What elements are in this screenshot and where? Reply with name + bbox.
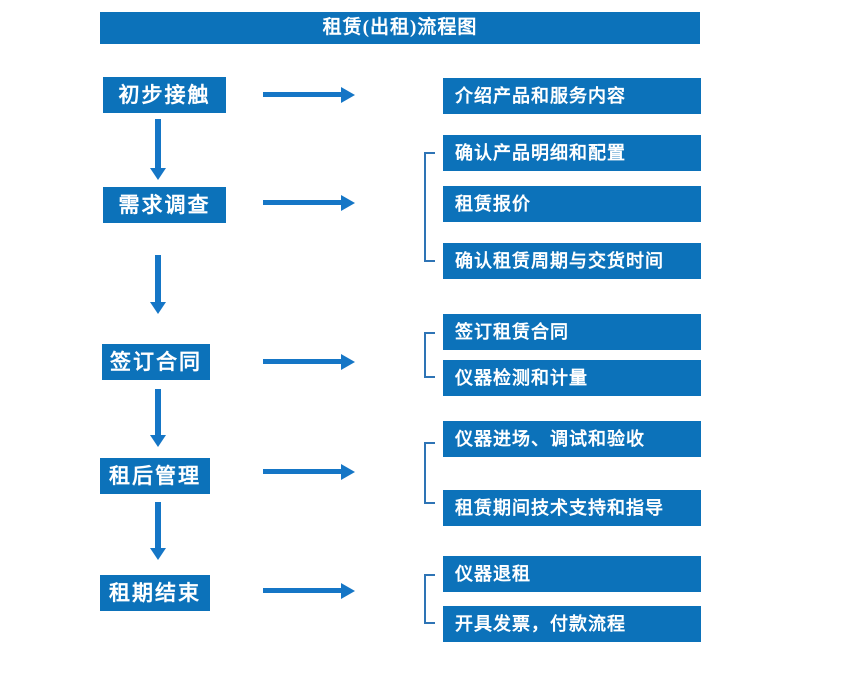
arrow-head bbox=[341, 87, 355, 103]
arrow-head bbox=[341, 464, 355, 480]
right-arrow-connector-2 bbox=[263, 195, 355, 211]
right-arrow-connector-4 bbox=[263, 464, 355, 480]
arrow-head bbox=[341, 583, 355, 599]
stage-box-sign-contract: 签订合同 bbox=[102, 344, 210, 380]
flowchart-title-bar: 租赁(出租)流程图 bbox=[100, 12, 700, 44]
detail-box-intro-products-services: 介绍产品和服务内容 bbox=[443, 78, 701, 114]
arrow-shaft bbox=[155, 119, 161, 168]
arrow-shaft bbox=[263, 359, 341, 364]
arrow-head bbox=[150, 168, 166, 180]
arrow-shaft bbox=[263, 588, 341, 593]
detail-box-sign-rental-contract: 签订租赁合同 bbox=[443, 314, 701, 350]
flowchart-title: 租赁(出租)流程图 bbox=[322, 17, 478, 38]
stage-box-rental-end: 租期结束 bbox=[100, 575, 210, 611]
stage-box-demand-survey: 需求调查 bbox=[103, 187, 226, 223]
right-arrow-connector-1 bbox=[263, 87, 355, 103]
arrow-head bbox=[150, 435, 166, 447]
arrow-shaft bbox=[155, 255, 161, 302]
arrow-shaft bbox=[263, 92, 341, 97]
arrow-head bbox=[341, 354, 355, 370]
arrow-shaft bbox=[155, 389, 161, 435]
detail-box-instrument-return: 仪器退租 bbox=[443, 556, 701, 592]
detail-box-confirm-rental-period-delivery: 确认租赁周期与交货时间 bbox=[443, 243, 701, 279]
bracket-connector-demand-survey bbox=[424, 152, 435, 262]
arrow-head bbox=[150, 302, 166, 314]
bracket-connector-rental-end bbox=[424, 574, 435, 624]
arrow-head bbox=[341, 195, 355, 211]
arrow-shaft bbox=[263, 469, 341, 474]
detail-box-invoice-payment: 开具发票，付款流程 bbox=[443, 606, 701, 642]
arrow-shaft bbox=[155, 502, 161, 548]
down-arrow-connector-3 bbox=[150, 389, 166, 447]
down-arrow-connector-4 bbox=[150, 502, 166, 560]
down-arrow-connector-2 bbox=[150, 255, 166, 314]
bracket-connector-post-rental bbox=[424, 442, 435, 504]
detail-box-confirm-product-details: 确认产品明细和配置 bbox=[443, 135, 701, 171]
stage-box-initial-contact: 初步接触 bbox=[103, 77, 226, 113]
arrow-shaft bbox=[263, 200, 341, 205]
stage-box-post-rental-management: 租后管理 bbox=[100, 458, 210, 494]
bracket-connector-sign-contract bbox=[424, 332, 435, 378]
detail-box-instrument-entry-commissioning: 仪器进场、调试和验收 bbox=[443, 421, 701, 457]
right-arrow-connector-5 bbox=[263, 583, 355, 599]
detail-box-rental-quote: 租赁报价 bbox=[443, 186, 701, 222]
arrow-head bbox=[150, 548, 166, 560]
down-arrow-connector-1 bbox=[150, 119, 166, 180]
right-arrow-connector-3 bbox=[263, 354, 355, 370]
detail-box-instrument-inspection-metering: 仪器检测和计量 bbox=[443, 360, 701, 396]
detail-box-rental-tech-support: 租赁期间技术支持和指导 bbox=[443, 490, 701, 526]
